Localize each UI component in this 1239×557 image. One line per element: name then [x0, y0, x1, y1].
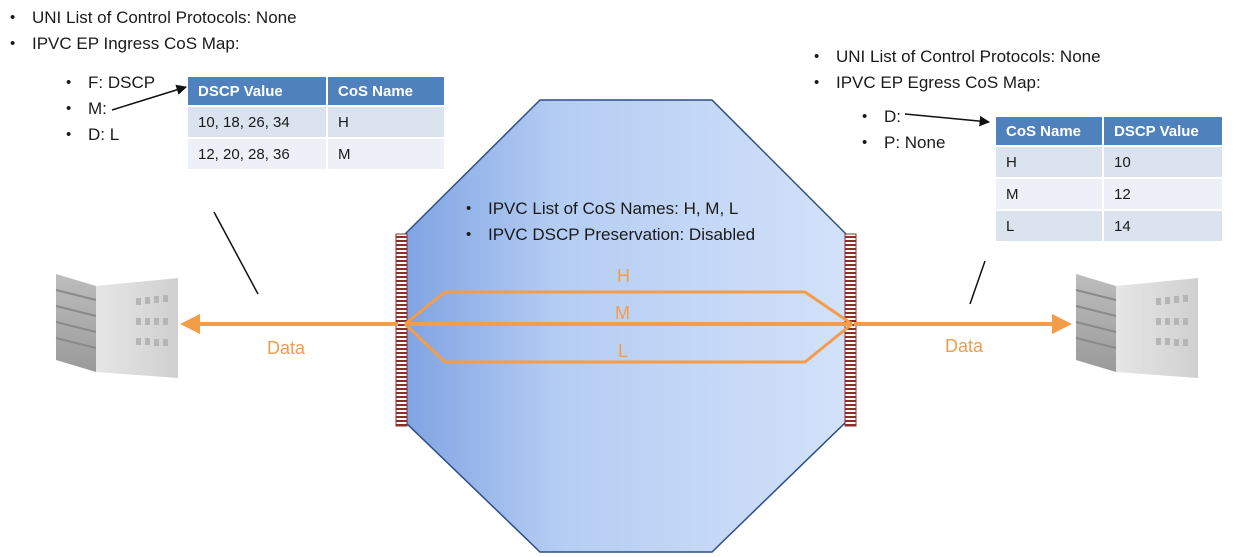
table-header-row: CoS Name DSCP Value	[996, 117, 1222, 145]
left-bullet-ingress-map: IPVC EP Ingress CoS Map:	[10, 31, 297, 57]
right-subbullet-p: P: None	[862, 130, 946, 156]
h-path-line	[404, 290, 853, 326]
path-label-m: M	[615, 303, 630, 323]
table-cell: 10, 18, 26, 34	[188, 107, 326, 137]
egress-cos-map-table: CoS Name DSCP Value H 10 M 12 L 14	[994, 115, 1224, 243]
right-bullet-control-protocols: UNI List of Control Protocols: None	[814, 44, 1101, 70]
table-row: 10, 18, 26, 34 H	[188, 107, 444, 137]
table-row: H 10	[996, 147, 1222, 177]
table-row: 12, 20, 28, 36 M	[188, 139, 444, 169]
left-bullet-control-protocols: UNI List of Control Protocols: None	[10, 5, 297, 31]
uni-left-bar	[395, 233, 408, 427]
ipvc-bullet-dscp-preservation: IPVC DSCP Preservation: Disabled	[466, 222, 755, 248]
table-row: L 14	[996, 211, 1222, 241]
right-egress-subbullets: D: P: None	[862, 104, 946, 156]
l-path-line	[403, 322, 853, 364]
table-cell: H	[328, 107, 444, 137]
table-cell: 14	[1104, 211, 1222, 241]
left-table-connector-line	[213, 211, 259, 295]
right-building-icon	[1075, 274, 1198, 378]
data-label-left: Data	[267, 338, 306, 358]
table-header-row: DSCP Value CoS Name	[188, 77, 444, 105]
left-building-icon	[55, 274, 178, 378]
table-header-cell: DSCP Value	[188, 77, 326, 105]
right-uni-bullets: UNI List of Control Protocols: None IPVC…	[814, 44, 1101, 96]
table-cell: H	[996, 147, 1102, 177]
ingress-cos-map-table: DSCP Value CoS Name 10, 18, 26, 34 H 12,…	[186, 75, 446, 171]
path-label-l: L	[618, 341, 629, 361]
data-label-right: Data	[945, 336, 984, 356]
left-subbullet-m: M:	[66, 96, 155, 122]
table-cell: 12, 20, 28, 36	[188, 139, 326, 169]
table-cell: 12	[1104, 179, 1222, 209]
table-header-cell: CoS Name	[996, 117, 1102, 145]
table-cell: 10	[1104, 147, 1222, 177]
right-subbullet-d: D:	[862, 104, 945, 130]
table-cell: L	[996, 211, 1102, 241]
ipvc-bullet-cos-names: IPVC List of CoS Names: H, M, L	[466, 196, 755, 222]
table-cell: M	[328, 139, 444, 169]
table-cell: M	[996, 179, 1102, 209]
right-table-connector-line	[969, 260, 986, 305]
right-bullet-egress-map: IPVC EP Egress CoS Map:	[814, 70, 1101, 96]
path-label-h: H	[617, 266, 630, 286]
left-subbullet-f: F: DSCP	[66, 70, 155, 96]
ipvc-bullets: IPVC List of CoS Names: H, M, L IPVC DSC…	[466, 196, 755, 248]
left-subbullet-d: D: L	[66, 122, 155, 148]
table-row: M 12	[996, 179, 1222, 209]
table-header-cell: DSCP Value	[1104, 117, 1222, 145]
table-header-cell: CoS Name	[328, 77, 444, 105]
left-uni-bullets: UNI List of Control Protocols: None IPVC…	[10, 5, 297, 57]
left-ingress-subbullets: F: DSCP M: D: L	[66, 70, 155, 148]
